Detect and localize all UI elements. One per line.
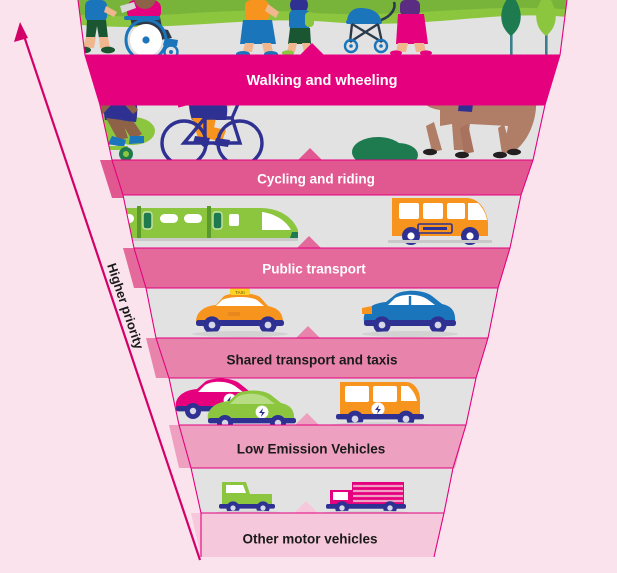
horse-rider — [400, 105, 537, 159]
priority-arrow-head — [14, 22, 28, 42]
electric-van-orange — [332, 382, 428, 425]
tier-3-label: Public transport — [262, 262, 366, 277]
tier-4-band: Shared transport and taxis — [146, 326, 488, 378]
tier-5-band-shape — [169, 413, 466, 468]
train — [123, 206, 298, 241]
tier-5-label: Low Emission Vehicles — [237, 442, 386, 457]
tier-5-band: Low Emission Vehicles — [169, 413, 466, 468]
electric-car-green-body — [207, 390, 295, 420]
bus — [388, 198, 492, 245]
tier-3-band-shape — [123, 236, 510, 288]
tier-3-band: Public transport — [123, 236, 510, 288]
box-lorry — [322, 482, 410, 513]
tier-4-label: Shared transport and taxis — [226, 353, 397, 368]
tier-6-band-shape — [191, 501, 444, 557]
tier-3-scene — [123, 195, 521, 248]
taxi-roof-sign — [230, 288, 250, 295]
tier-2-label: Cycling and riding — [257, 172, 375, 187]
priority-arrow-line — [20, 29, 202, 561]
bush-dark — [378, 143, 418, 160]
pickup-truck — [214, 482, 282, 513]
tier-6-scene — [191, 468, 453, 513]
tree-group — [501, 0, 556, 58]
tier-1-band-shape — [85, 43, 560, 105]
parent-with-pram — [343, 0, 432, 56]
shared-car-body — [363, 290, 456, 322]
ev-bolt-icon — [259, 408, 265, 417]
funnel-outline — [77, 0, 568, 558]
tier-1-scene — [78, 0, 567, 58]
tier-4-scene: TAXI — [146, 288, 498, 338]
shared-car — [362, 290, 458, 337]
tier-5-scene — [169, 378, 476, 425]
lorry-box-stripes — [353, 484, 403, 503]
wheelchair-user — [120, 0, 179, 58]
taxi-sign-text: TAXI — [235, 290, 244, 295]
tier-6-label: Other motor vehicles — [242, 532, 377, 547]
taxi: TAXI — [192, 288, 288, 337]
grass-hill-back — [78, 0, 567, 17]
tier-1-band: Walking and wheeling — [85, 43, 560, 105]
tier-2-scene — [100, 105, 545, 160]
horse-body — [400, 105, 537, 150]
tier-1-label: Walking and wheeling — [247, 73, 398, 89]
ev-bolt-icon — [375, 405, 381, 414]
electric-car-green — [207, 390, 296, 425]
tier-6-band: Other motor vehicles — [191, 501, 444, 557]
taxi-body — [196, 293, 283, 322]
tier-4-band-shape — [146, 326, 488, 378]
